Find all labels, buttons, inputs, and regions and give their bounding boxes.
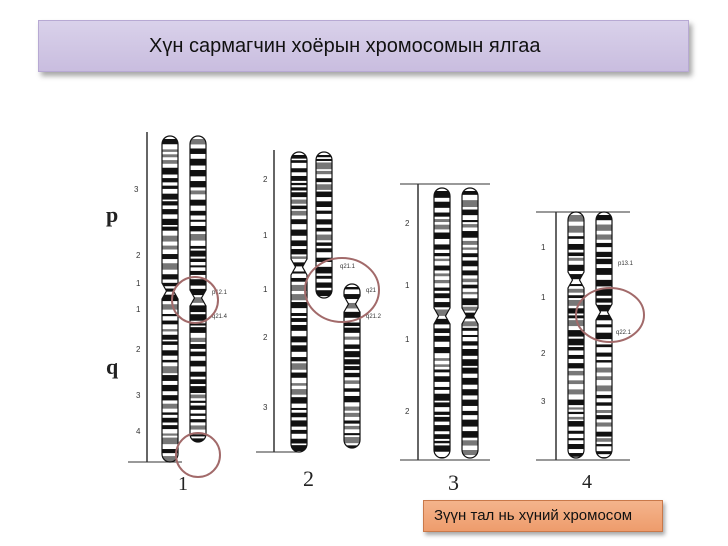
chromosome-number: 1 (178, 473, 188, 495)
region-label: 3 (263, 403, 268, 412)
chromosome-1-human (161, 135, 179, 463)
chromosome-number: 4 (582, 471, 592, 493)
band-annotation: q21.2 (366, 314, 382, 320)
scale-2: 2 1 1 2 3 (256, 150, 300, 453)
region-label: 2 (263, 333, 268, 342)
chromosome-4-human (567, 211, 585, 459)
region-label: 3 (136, 391, 141, 400)
region-label: 2 (405, 407, 410, 416)
region-label: 3 (541, 397, 546, 406)
band-annotation: q21.4 (212, 314, 228, 320)
arm-label-p: p (106, 202, 118, 227)
chromosome-2-human (290, 151, 308, 453)
region-label: 1 (405, 281, 410, 290)
scale-4: 1 1 2 3 (536, 211, 630, 461)
region-label: 2 (541, 349, 546, 358)
region-label: 2 (136, 251, 141, 260)
scale-3: 2 1 1 2 (400, 183, 490, 461)
caption-box: Зүүн тал нь хүний хромосом (423, 500, 663, 532)
highlight-circle (575, 287, 645, 343)
title-bar: Хүн сармагчин хоёрын хромосомын ялгаа (38, 20, 689, 72)
band-annotation: q21 (366, 288, 377, 294)
scale-1: 3 2 1 1 2 3 4 (128, 132, 182, 463)
band-annotation: p13.1 (618, 261, 634, 267)
band-annotation: p12.1 (212, 290, 228, 296)
caption-text: Зүүн тал нь хүний хромосом (434, 507, 633, 524)
arm-label-q: q (106, 354, 119, 379)
region-label: 1 (541, 293, 546, 302)
chromosome-2-chimp-short (315, 151, 333, 299)
chromosome-number: 2 (303, 466, 314, 491)
region-label: 1 (405, 335, 410, 344)
chromosome-3-human (433, 187, 451, 459)
band-annotation: q22.1 (616, 330, 632, 336)
chromosome-1-chimp (189, 135, 207, 443)
region-label: 2 (405, 219, 410, 228)
region-label: 3 (134, 185, 139, 194)
highlight-circle (175, 432, 221, 478)
region-label: 1 (263, 231, 268, 240)
chromosome-2-chimp-long (343, 283, 361, 449)
highlight-circle (171, 276, 219, 324)
slide-title: Хүн сармагчин хоёрын хромосомын ялгаа (149, 35, 541, 57)
band-annotation: q21.1 (340, 264, 356, 270)
region-label: 4 (136, 427, 141, 436)
region-label: 1 (541, 243, 546, 252)
highlight-circle (304, 257, 380, 323)
chromosome-4-chimp (595, 211, 613, 459)
chromosome-3-chimp (461, 187, 479, 459)
region-label: 1 (136, 305, 141, 314)
chromosome-number: 3 (448, 470, 459, 495)
region-label: 1 (263, 285, 268, 294)
region-label: 1 (136, 279, 141, 288)
region-label: 2 (136, 345, 141, 354)
region-label: 2 (263, 175, 268, 184)
